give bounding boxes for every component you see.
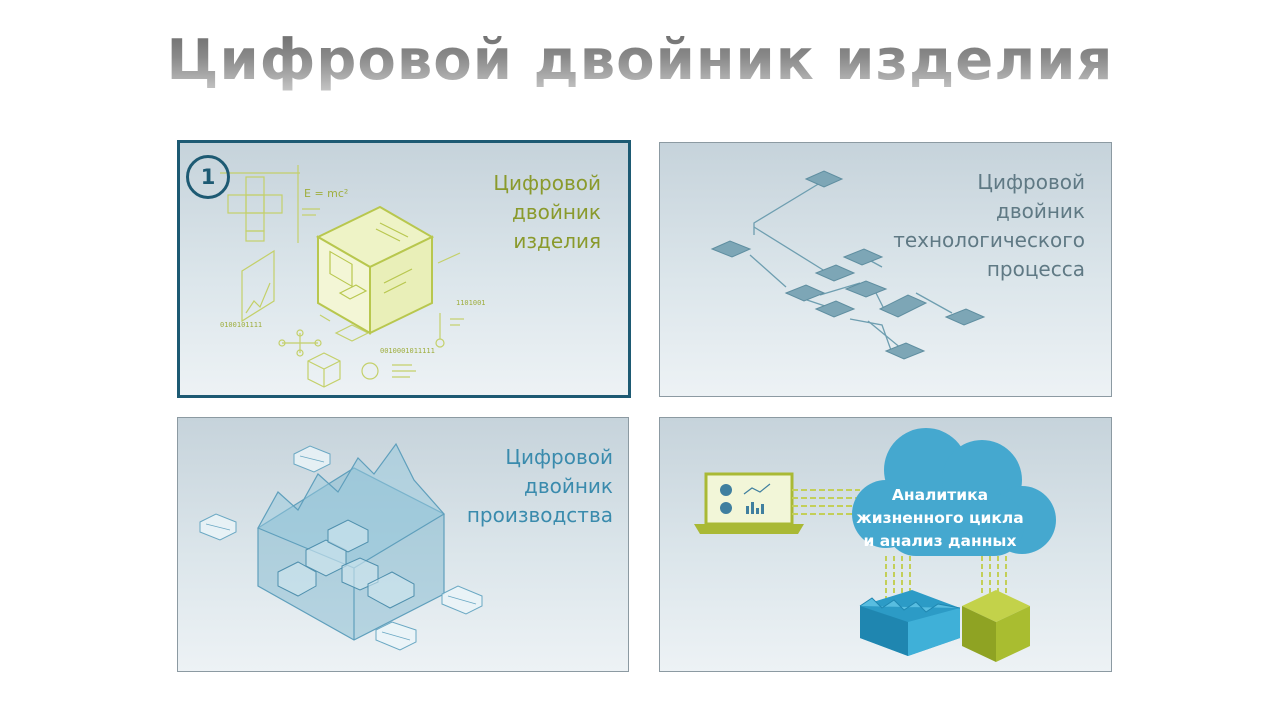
panel-process-twin[interactable]: Цифровой двойник технологического процес… [659, 142, 1112, 397]
caption-line: жизненного цикла [856, 509, 1024, 527]
cloud-analytics-illustration [694, 428, 1056, 662]
caption-line: Аналитика [891, 486, 989, 504]
factory-illustration [199, 442, 483, 651]
panel-process-caption: Цифровой двойник технологического процес… [893, 168, 1085, 284]
caption-line: двойник [523, 474, 613, 498]
formula-label: E = mc² [304, 187, 349, 200]
caption-line: изделия [513, 229, 601, 253]
caption-line: процесса [986, 257, 1085, 281]
caption-line: производства [466, 503, 613, 527]
cloud-icon [852, 428, 1056, 556]
caption-line: Цифровой [977, 170, 1085, 194]
panel-product-caption: Цифровой двойник изделия [493, 169, 601, 256]
factory-block-icon [859, 590, 961, 656]
binary-label-3: 0010001011111 [380, 347, 435, 355]
product-cube-illustration [220, 165, 464, 388]
product-cube-icon [962, 590, 1030, 662]
process-flow-diagram [710, 170, 986, 360]
caption-line: технологического [893, 228, 1085, 252]
panel-product-twin[interactable]: 1 E = mc² 1101001 0100101111 00100010111… [177, 140, 631, 398]
panel-production-twin[interactable]: Цифровой двойник производства [177, 417, 629, 672]
slide-title: Цифровой двойник изделия [0, 28, 1280, 93]
caption-line: Цифровой [505, 445, 613, 469]
caption-line: Цифровой [493, 171, 601, 195]
caption-line: двойник [995, 199, 1085, 223]
binary-label-2: 0100101111 [220, 321, 263, 329]
panel-production-caption: Цифровой двойник производства [467, 443, 613, 530]
caption-line: и анализ данных [863, 532, 1017, 550]
laptop-icon [694, 472, 804, 534]
step-number-badge: 1 [186, 155, 230, 199]
cloud-caption: Аналитика жизненного цикла и анализ данн… [850, 484, 1030, 553]
caption-line: двойник [511, 200, 601, 224]
binary-label-1: 1101001 [456, 299, 486, 307]
panel-analytics[interactable]: Аналитика жизненного цикла и анализ данн… [659, 417, 1112, 672]
